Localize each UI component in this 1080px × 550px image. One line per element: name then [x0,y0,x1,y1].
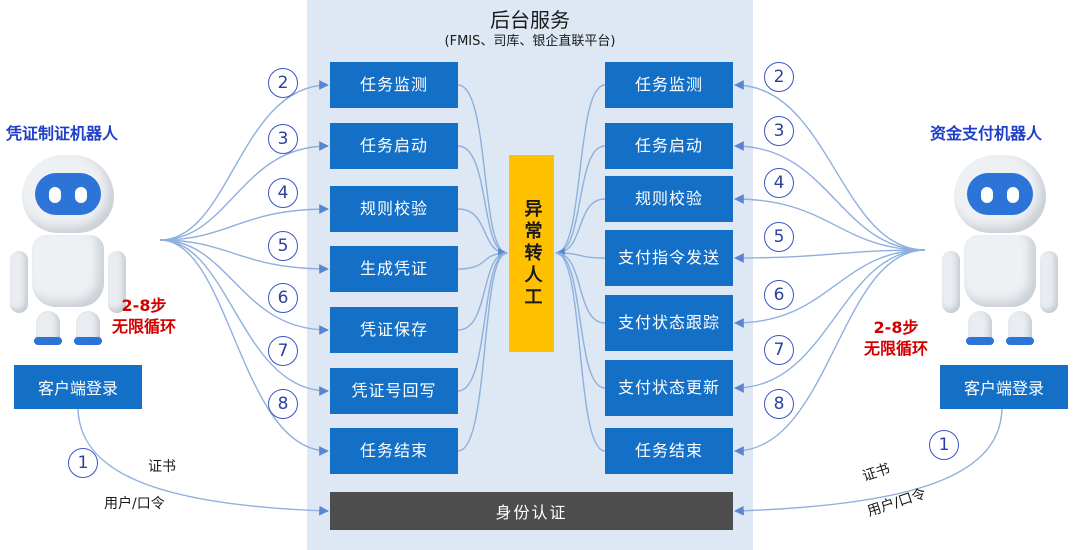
right-robot-title: 资金支付机器人 [930,124,1043,143]
left-step-number: 4 [268,178,298,208]
left-step-task-start: 任务启动 [330,123,458,169]
exception-to-manual: 异常转人工 [509,155,554,352]
right-step-track-payment: 支付状态跟踪 [605,295,733,351]
left-loop-text: 无限循环 [112,316,177,336]
left-step-number: 6 [268,283,298,313]
left-step-save-voucher: 凭证保存 [330,307,458,353]
left-to-exception-4 [457,252,508,331]
right-step-rule-check: 规则校验 [605,176,733,222]
left-wire-5 [159,239,329,396]
right-to-exception-0 [555,84,606,254]
left-wire-0 [159,80,329,241]
right-login-step-number: 1 [929,430,959,460]
left-step-number: 7 [268,336,298,366]
left-to-exception-0 [457,84,508,254]
right-to-exception-3 [555,248,606,259]
right-wire-5 [734,249,926,393]
right-step-task-monitor: 任务监测 [605,62,733,108]
right-step-number: 2 [764,62,794,92]
left-step-number: 5 [268,231,298,261]
right-to-exception-4 [555,252,606,324]
right-step-number: 5 [764,222,794,252]
left-step-rule-check: 规则校验 [330,186,458,232]
left-step-task-end: 任务结束 [330,428,458,474]
backend-subtitle: (FMIS、司库、银企直联平台) [444,34,616,49]
right-client-login: 客户端登录 [940,365,1068,409]
left-step-number: 8 [268,389,298,419]
right-wire-3 [734,249,926,263]
left-loop-steps: 2-8步 [121,296,167,315]
right-wire-4 [734,249,926,328]
right-step-task-end: 任务结束 [605,428,733,474]
left-login-step-number: 1 [68,448,98,478]
right-robot-mascot [940,155,1060,345]
right-to-exception-6 [555,252,606,452]
left-wire-6 [159,239,329,456]
left-wire-3 [159,239,329,274]
left-loop-caption: 2-8步 无限循环 [112,296,176,338]
right-to-exception-2 [555,198,606,254]
left-step-number: 3 [268,124,298,154]
right-login-to-auth [734,408,1003,516]
left-wire-1 [159,141,329,241]
left-login-to-auth [77,408,329,516]
right-loop-steps: 2-8步 [873,318,919,337]
left-wire-4 [159,239,329,335]
right-loop-text: 无限循环 [864,338,929,358]
left-to-exception-3 [457,248,508,270]
right-step-update-payment: 支付状态更新 [605,360,733,416]
left-cert-label: 证书 [148,459,176,475]
right-step-number: 4 [764,168,794,198]
right-step-number: 7 [764,335,794,365]
right-step-number: 8 [764,389,794,419]
left-password-label: 用户/口令 [104,496,165,512]
left-to-exception-5 [457,252,508,392]
left-step-generate-voucher: 生成凭证 [330,246,458,292]
right-step-number: 3 [764,116,794,146]
right-step-number: 6 [764,280,794,310]
left-step-number: 2 [268,68,298,98]
left-wire-2 [159,204,329,241]
right-step-task-start: 任务启动 [605,123,733,169]
left-client-login: 客户端登录 [14,365,142,409]
right-wire-6 [734,249,926,456]
left-robot-mascot [8,155,128,345]
left-robot-title: 凭证制证机器人 [6,124,119,143]
left-step-task-monitor: 任务监测 [330,62,458,108]
right-wire-0 [734,80,926,251]
right-to-exception-5 [555,252,606,389]
right-wire-2 [734,194,926,251]
backend-title: 后台服务 [490,8,570,32]
identity-authentication: 身份认证 [330,492,733,530]
left-to-exception-1 [457,145,508,254]
left-to-exception-2 [457,208,508,254]
left-to-exception-6 [457,252,508,452]
right-loop-caption: 2-8步 无限循环 [864,318,928,360]
left-step-writeback-voucher-no: 凭证号回写 [330,368,458,414]
right-step-send-payment: 支付指令发送 [605,230,733,286]
right-wire-1 [734,141,926,251]
